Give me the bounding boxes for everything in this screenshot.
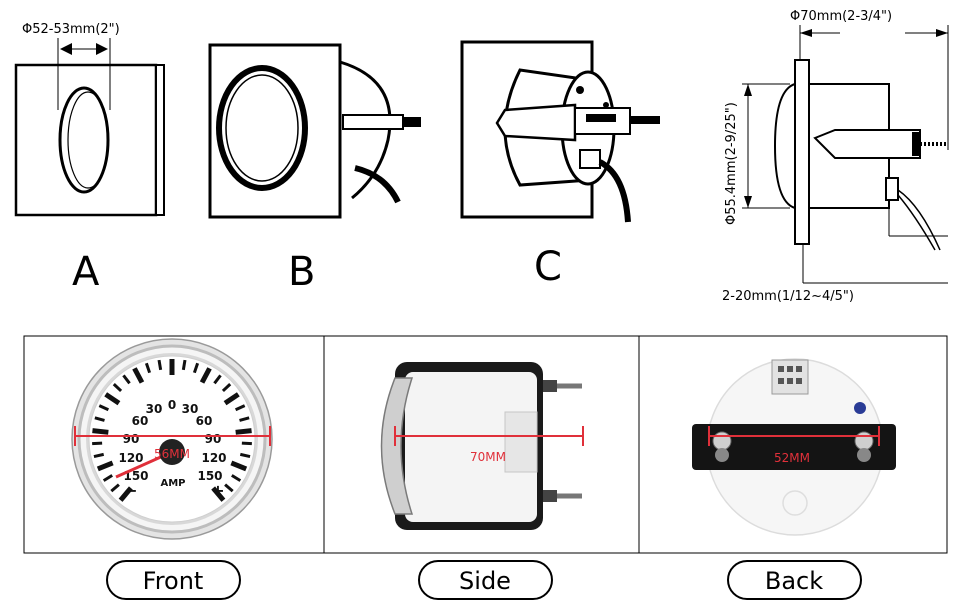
dial-tick xyxy=(94,416,105,422)
back-tag: Back xyxy=(727,560,862,600)
side-label: Side xyxy=(459,567,511,595)
dial-tick xyxy=(199,367,212,384)
dial-tick xyxy=(93,452,105,459)
dial-tick xyxy=(92,441,103,446)
back-gauge-photo: 52MM xyxy=(692,358,896,536)
plus-sign: + xyxy=(211,481,224,500)
dial-tick xyxy=(112,383,123,393)
dial-tick xyxy=(132,367,145,384)
minus-sign: − xyxy=(124,481,137,500)
dial-tick xyxy=(211,486,226,502)
back-label: Back xyxy=(765,567,823,595)
hole-dimension-label: Φ52-53mm(2") xyxy=(22,22,120,37)
scale-label-left-90: 90 xyxy=(123,432,140,446)
dial-tick xyxy=(118,486,133,502)
dial-tick xyxy=(104,392,121,406)
dial-tick xyxy=(239,416,250,422)
needle-hub xyxy=(159,439,185,465)
dial-tick xyxy=(92,428,109,435)
dial-tick xyxy=(122,374,131,385)
scale-label-right-150: 150 xyxy=(197,469,222,483)
panel-thickness-label: 2-20mm(1/12~4/5") xyxy=(722,289,854,304)
scale-label-right-30: 30 xyxy=(182,402,199,416)
front-label: Front xyxy=(143,567,204,595)
unit-label: AMP xyxy=(160,478,185,489)
dial-tick xyxy=(96,460,114,472)
hole-dimension-arrows xyxy=(60,43,108,55)
scale-label-0: 0 xyxy=(168,398,176,412)
dial-tick xyxy=(157,359,163,371)
dial-tick xyxy=(235,428,252,435)
scale-label-left-30: 30 xyxy=(146,402,163,416)
step-label-a: A xyxy=(72,249,100,295)
dial-tick xyxy=(221,383,232,393)
scale-label-right-60: 60 xyxy=(196,414,213,428)
step-c-diagram: C xyxy=(460,40,660,290)
mounting-bracket xyxy=(495,103,577,142)
body-diameter-label: Φ55.4mm(2-9/25") xyxy=(724,102,739,225)
scale-label-left-60: 60 xyxy=(132,414,149,428)
back-connector xyxy=(771,359,809,395)
dial-tick xyxy=(98,404,110,412)
dial-tick xyxy=(213,374,222,385)
dial-tick xyxy=(223,392,240,406)
dial-tick xyxy=(192,362,200,374)
step-a-diagram: Φ52-53mm(2") A xyxy=(14,22,165,295)
step-label-c: C xyxy=(534,244,562,290)
step-b-diagram: B xyxy=(208,43,421,295)
dimension-drawing: Φ70mm(2-3/4") Φ55.4mm(2-9/25") 2-20mm(1/… xyxy=(722,9,949,304)
step-label-b: B xyxy=(288,249,315,295)
dial-tick xyxy=(241,441,252,446)
dial-tick xyxy=(181,359,187,371)
dial-tick xyxy=(144,362,152,374)
gauge-bezel-side xyxy=(380,377,414,515)
scale-label-right-120: 120 xyxy=(201,451,226,465)
front-tag: Front xyxy=(106,560,241,600)
back-measure-label: 52MM xyxy=(774,451,810,465)
front-measure-label: 56MM xyxy=(154,447,190,461)
dial-tick xyxy=(231,474,242,482)
dial-tick xyxy=(230,460,248,472)
side-measure-label: 70MM xyxy=(470,450,506,464)
dial-tick xyxy=(234,404,246,412)
scale-label-left-120: 120 xyxy=(118,451,143,465)
dial-tick xyxy=(102,474,113,482)
outer-diameter-label: Φ70mm(2-3/4") xyxy=(790,9,892,24)
side-gauge-photo: 70MM xyxy=(380,362,584,530)
gauge-bezel-profile xyxy=(794,59,810,245)
scale-label-right-90: 90 xyxy=(205,432,222,446)
dial-tick xyxy=(110,483,120,493)
dial-tick xyxy=(224,483,234,493)
side-tag: Side xyxy=(418,560,553,600)
front-gauge-photo: 0 30 30 60 60 90 90 120 120 150 150 − + … xyxy=(71,338,273,540)
gauge-bezel xyxy=(216,65,308,191)
dial-tick xyxy=(239,452,251,459)
